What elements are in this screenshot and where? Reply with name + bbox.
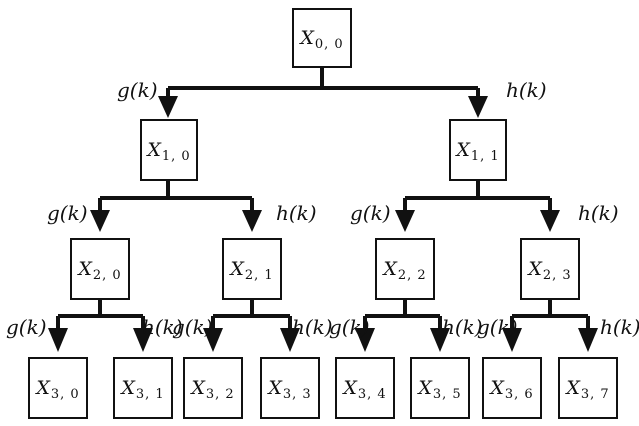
node-subscript: 1, 0 [161, 148, 191, 164]
arrow-head [502, 328, 522, 352]
node-variable: X [490, 377, 504, 399]
node-subscript: 3, 2 [205, 386, 235, 402]
arrow-head [280, 328, 300, 352]
high-pass-filter-label: h(k) [600, 315, 639, 339]
node-variable: X [191, 377, 205, 399]
arrow-head [203, 328, 223, 352]
node-subscript: 3, 7 [580, 386, 610, 402]
low-pass-filter-label: g(k) [350, 201, 391, 225]
arrow-head [48, 328, 68, 352]
node-variable: X [147, 139, 161, 161]
low-pass-filter-label: g(k) [47, 201, 88, 225]
low-pass-filter-label: g(k) [329, 315, 370, 339]
node-subscript: 2, 1 [244, 267, 274, 283]
low-pass-filter-label: g(k) [172, 315, 213, 339]
high-pass-filter-label: h(k) [142, 315, 183, 339]
node-subscript: 3, 4 [357, 386, 387, 402]
node-subscript: 2, 0 [92, 267, 122, 283]
arrow-head [242, 210, 262, 232]
high-pass-filter-label: h(k) [506, 78, 547, 102]
node-subscript: 1, 1 [470, 148, 500, 164]
node-variable: X [456, 139, 470, 161]
branch-level-1 [90, 180, 560, 232]
node-variable: X [300, 27, 314, 49]
node-subscript: 3, 0 [50, 386, 80, 402]
arrow-head [395, 210, 415, 232]
low-pass-filter-label: g(k) [117, 78, 158, 102]
arrow-head [468, 96, 488, 118]
node-subscript: 2, 3 [542, 267, 572, 283]
arrow-head [133, 328, 153, 352]
arrow-head [355, 328, 375, 352]
low-pass-filter-label: g(k) [477, 315, 518, 339]
node-subscript: 3, 5 [432, 386, 462, 402]
arrow-head [158, 96, 178, 118]
low-pass-filter-label: g(k) [6, 315, 47, 339]
high-pass-filter-label: h(k) [442, 315, 483, 339]
node-variable: X [36, 377, 50, 399]
arrow-head [540, 210, 560, 232]
branch-level-2 [48, 300, 598, 352]
node-subscript: 0, 0 [314, 36, 344, 52]
node-variable: X [566, 377, 580, 399]
arrow-head [430, 328, 450, 352]
node-subscript: 2, 2 [397, 267, 427, 283]
node-variable: X [383, 258, 397, 280]
arrow-head [578, 328, 598, 352]
high-pass-filter-label: h(k) [578, 201, 619, 225]
high-pass-filter-label: h(k) [292, 315, 333, 339]
node-subscript: 3, 3 [282, 386, 312, 402]
node-variable: X [230, 258, 244, 280]
node-variable: X [78, 258, 92, 280]
branch-level-0 [158, 68, 488, 118]
high-pass-filter-label: h(k) [276, 201, 317, 225]
node-subscript: 3, 1 [135, 386, 165, 402]
node-variable: X [418, 377, 432, 399]
node-subscript: 3, 6 [504, 386, 534, 402]
node-variable: X [528, 258, 542, 280]
node-variable: X [268, 377, 282, 399]
arrow-head [90, 210, 110, 232]
node-variable: X [343, 377, 357, 399]
node-variable: X [121, 377, 135, 399]
